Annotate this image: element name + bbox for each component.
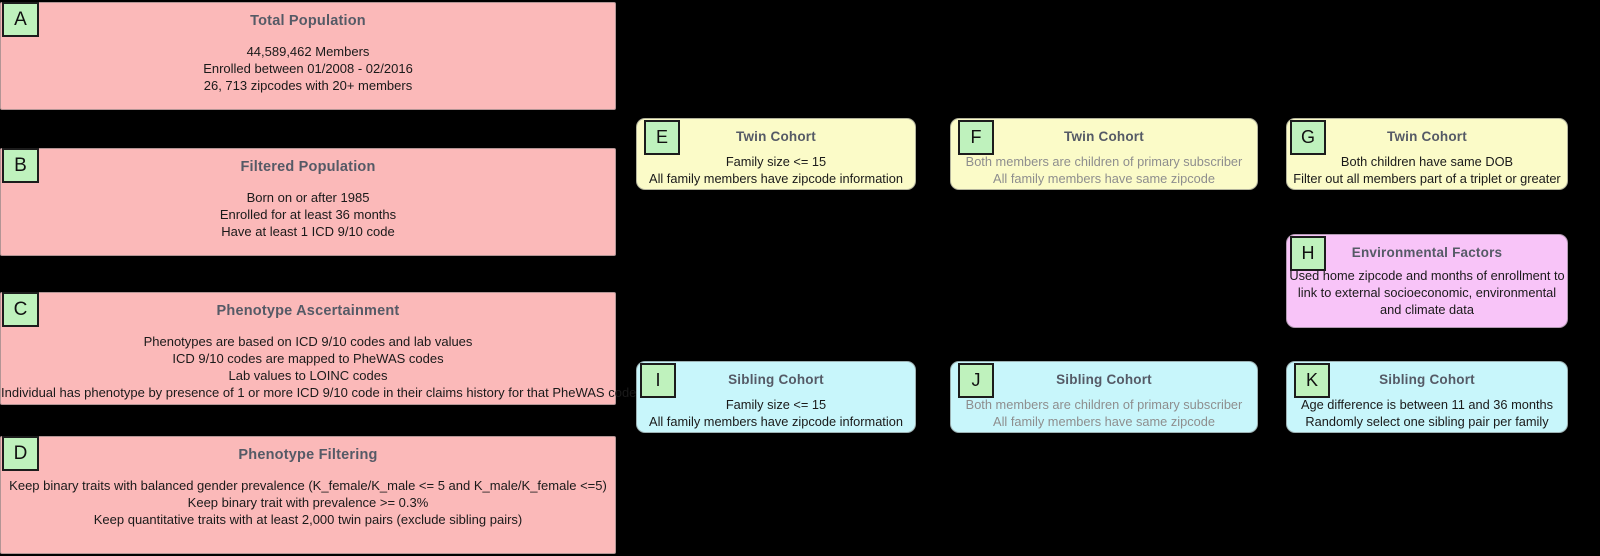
flow-box-d-line-2: Keep binary trait with prevalence >= 0.3…: [187, 495, 429, 511]
flow-box-e[interactable]: Twin Cohort Family size <= 15 All family…: [636, 118, 916, 190]
flow-box-d-body: Keep binary traits with balanced gender …: [1, 477, 615, 528]
flow-box-e-title: Twin Cohort: [736, 129, 816, 144]
flow-box-d-line-3: Keep quantitative traits with at least 2…: [93, 512, 523, 528]
flow-box-c-line-1: Phenotypes are based on ICD 9/10 codes a…: [143, 334, 473, 349]
flow-box-c-title: Phenotype Ascertainment: [216, 303, 400, 319]
flow-box-j-line-2: All family members have same zipcode: [993, 413, 1215, 429]
flow-box-g[interactable]: Twin Cohort Both children have same DOB …: [1286, 118, 1568, 190]
flow-box-b-line-1: Born on or after 1985: [246, 190, 370, 205]
flow-box-b[interactable]: Filtered Population Born on or after 198…: [0, 148, 616, 256]
flow-box-e-line-1: Family size <= 15: [725, 154, 827, 169]
flow-box-i-line-2: All family members have zipcode informat…: [649, 413, 903, 429]
flow-box-h-line-1: Used home zipcode and months of enrollme…: [1289, 268, 1565, 317]
flow-box-g-line-2: Filter out all members part of a triplet…: [1293, 170, 1561, 186]
flow-box-f-line-1: Both members are children of primary sub…: [965, 154, 1243, 169]
flow-box-f[interactable]: Twin Cohort Both members are children of…: [950, 118, 1258, 190]
flow-box-g-title: Twin Cohort: [1387, 129, 1467, 144]
flow-box-c[interactable]: Phenotype Ascertainment Phenotypes are b…: [0, 292, 637, 405]
flow-box-d[interactable]: Phenotype Filtering Keep binary traits w…: [0, 436, 616, 554]
flow-box-h[interactable]: Environmental Factors Used home zipcode …: [1286, 234, 1568, 328]
flow-box-f-line-2: All family members have same zipcode: [993, 170, 1215, 186]
flow-box-f-badge: F: [958, 120, 994, 155]
flow-box-j-body: Both members are children of primary sub…: [951, 397, 1257, 431]
flow-box-a-badge: A: [2, 2, 39, 37]
flow-box-d-line-1: Keep binary traits with balanced gender …: [9, 478, 607, 493]
flow-box-d-title: Phenotype Filtering: [238, 447, 378, 463]
flow-box-k-line-2: Randomly select one sibling pair per fam…: [1305, 413, 1549, 429]
flow-box-g-body: Both children have same DOB Filter out a…: [1287, 154, 1567, 188]
flow-box-c-line-4: Individual has phenotype by presence of …: [1, 385, 637, 401]
flow-box-d-badge: D: [2, 436, 39, 471]
flow-box-k[interactable]: Sibling Cohort Age difference is between…: [1286, 361, 1568, 433]
flow-box-c-badge: C: [2, 292, 39, 327]
flow-box-f-body: Both members are children of primary sub…: [951, 154, 1257, 188]
flow-box-a-body: 44,589,462 Members Enrolled between 01/2…: [1, 43, 615, 94]
flow-box-c-line-3: Lab values to LOINC codes: [228, 368, 388, 384]
flow-box-a-line-2: Enrolled between 01/2008 - 02/2016: [203, 61, 413, 77]
flow-box-b-line-2: Enrolled for at least 36 months: [219, 207, 397, 223]
flow-box-i-title: Sibling Cohort: [728, 372, 824, 387]
flow-box-k-badge: K: [1294, 363, 1330, 398]
flow-box-i-body: Family size <= 15 All family members hav…: [637, 397, 915, 431]
flow-box-a-line-3: 26, 713 zipcodes with 20+ members: [203, 78, 413, 94]
flow-box-e-body: Family size <= 15 All family members hav…: [637, 154, 915, 188]
flow-box-k-title: Sibling Cohort: [1379, 372, 1475, 387]
flow-box-a-line-1: 44,589,462 Members: [246, 44, 370, 59]
flow-box-a-title: Total Population: [250, 13, 366, 29]
flow-box-g-line-1: Both children have same DOB: [1340, 154, 1514, 169]
flow-box-h-title: Environmental Factors: [1351, 245, 1503, 260]
flow-box-c-line-2: ICD 9/10 codes are mapped to PheWAS code…: [172, 351, 444, 367]
flow-box-b-body: Born on or after 1985 Enrolled for at le…: [1, 189, 615, 240]
flow-box-g-badge: G: [1290, 120, 1326, 155]
flow-box-j-badge: J: [958, 363, 994, 398]
flow-box-a[interactable]: Total Population 44,589,462 Members Enro…: [0, 2, 616, 110]
flow-box-i-badge: I: [640, 363, 676, 398]
flow-box-j-line-1: Both members are children of primary sub…: [965, 397, 1243, 412]
flow-box-h-body: Used home zipcode and months of enrollme…: [1287, 268, 1567, 319]
flow-box-f-title: Twin Cohort: [1064, 129, 1144, 144]
flow-box-j-title: Sibling Cohort: [1056, 372, 1152, 387]
flow-box-e-line-2: All family members have zipcode informat…: [649, 170, 903, 186]
flow-box-b-badge: B: [2, 148, 39, 183]
flow-box-i-line-1: Family size <= 15: [725, 397, 827, 412]
flow-box-b-title: Filtered Population: [240, 159, 376, 175]
flow-box-j[interactable]: Sibling Cohort Both members are children…: [950, 361, 1258, 433]
flow-box-k-line-1: Age difference is between 11 and 36 mont…: [1300, 397, 1554, 412]
flow-box-c-body: Phenotypes are based on ICD 9/10 codes a…: [1, 333, 637, 402]
flow-box-k-body: Age difference is between 11 and 36 mont…: [1287, 397, 1567, 431]
flow-box-e-badge: E: [644, 120, 680, 155]
flow-box-b-line-3: Have at least 1 ICD 9/10 code: [221, 224, 395, 240]
flow-box-i[interactable]: Sibling Cohort Family size <= 15 All fam…: [636, 361, 916, 433]
flow-box-h-badge: H: [1290, 236, 1326, 271]
